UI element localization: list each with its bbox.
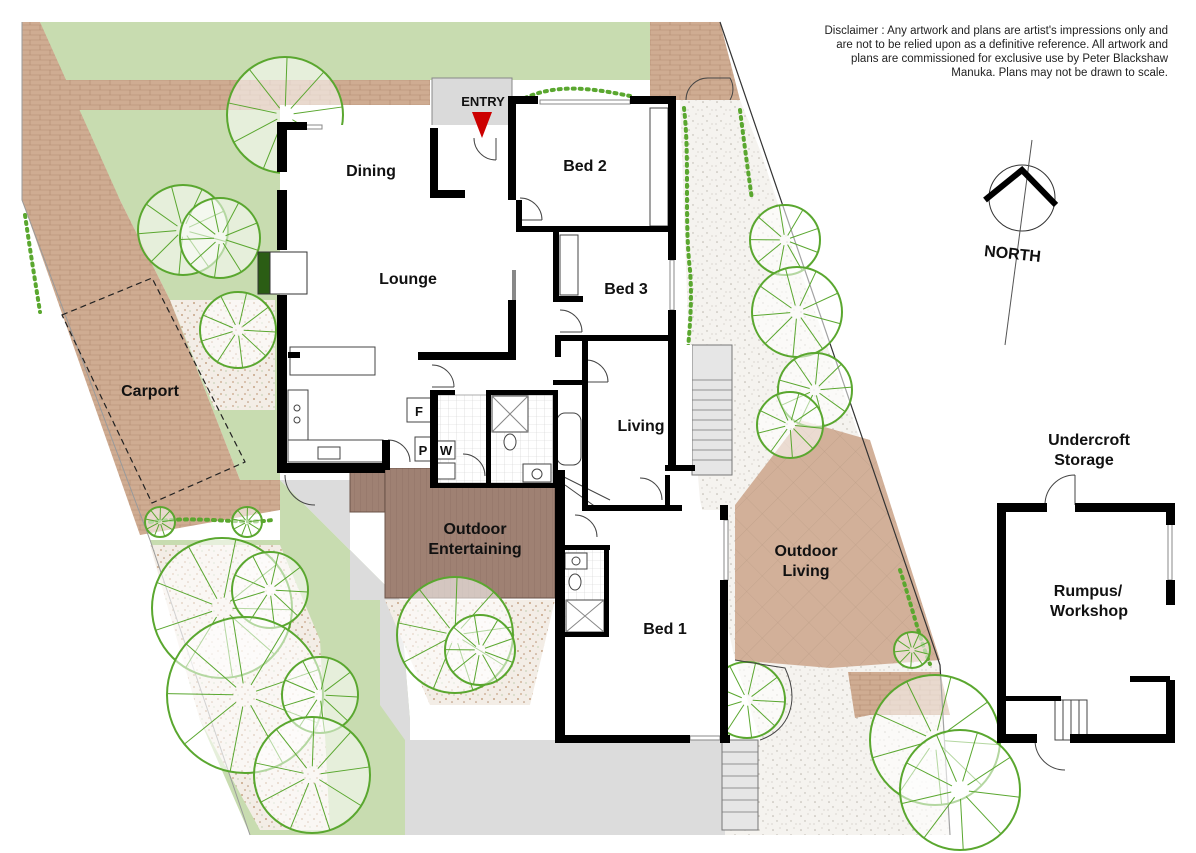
- bed1-label: Bed 1: [643, 621, 687, 638]
- outdoor-living-label-2: Living: [782, 563, 829, 580]
- dining-label: Dining: [346, 163, 396, 180]
- tree-canopy: [144, 506, 176, 538]
- entry-label: ENTRY: [461, 94, 505, 109]
- north-label: NORTH: [983, 243, 1041, 266]
- east-stair-treads: [692, 379, 732, 461]
- north-arrow: [983, 139, 1059, 346]
- outdoor-entertaining-label-2: Entertaining: [428, 541, 521, 558]
- door-swings: [284, 77, 1076, 771]
- living-label: Living: [617, 418, 664, 435]
- outdoor-entertaining-label-1: Outdoor: [443, 521, 506, 538]
- tree-canopy: [751, 266, 843, 358]
- tree-canopy: [893, 631, 931, 669]
- fridge-label: F: [415, 404, 423, 419]
- tree-canopy: [231, 551, 309, 629]
- lounge-label: Lounge: [379, 271, 437, 288]
- labels: ENTRY Dining Lounge Bed 2 Bed 3 Living C…: [121, 94, 1130, 638]
- entry-path: [431, 77, 513, 129]
- carport-outline: [61, 277, 246, 504]
- washer-label: W: [440, 443, 453, 458]
- tree-canopy: [199, 291, 277, 369]
- tree-canopy: [179, 197, 261, 279]
- driveway-lower: [405, 740, 725, 835]
- tree-canopy: [749, 204, 821, 276]
- tree-canopy: [444, 614, 516, 686]
- pantry-label: P: [419, 443, 428, 458]
- trees: [137, 56, 1021, 851]
- rumpus-label-2: Workshop: [1050, 603, 1128, 620]
- undercroft-label-2: Storage: [1054, 452, 1114, 469]
- undercroft-label-1: Undercroft: [1048, 432, 1130, 449]
- deck-steps: [349, 471, 386, 513]
- rumpus-label-1: Rumpus/: [1054, 583, 1123, 600]
- tree-canopy: [231, 506, 263, 538]
- lawn-north: [40, 22, 650, 80]
- south-stair-treads: [722, 751, 758, 813]
- outdoor-entertaining-deck: [384, 467, 556, 599]
- entry-arrow: [472, 112, 492, 138]
- tree-canopy: [756, 391, 824, 459]
- tree-canopy: [899, 729, 1021, 851]
- north-corner-paving: [650, 22, 740, 100]
- south-stairs: [721, 739, 759, 831]
- carport-label: Carport: [121, 383, 179, 400]
- lawn-west: [60, 80, 430, 480]
- bed2-label: Bed 2: [563, 158, 607, 175]
- outdoor-living-paving: [735, 420, 940, 668]
- bed3-label: Bed 3: [604, 281, 648, 298]
- carport-paving: [22, 22, 280, 535]
- walls: [277, 96, 1175, 743]
- tree-canopy: [253, 716, 371, 834]
- disclaimer-text: Disclaimer : Any artwork and plans are a…: [824, 25, 1168, 79]
- outdoor-living-label-1: Outdoor: [774, 543, 837, 560]
